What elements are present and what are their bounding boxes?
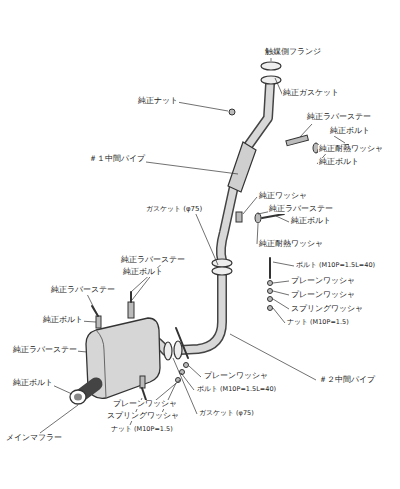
part-label: プレーンワッシャ: [203, 372, 269, 381]
part-label: 純正ボルト: [122, 268, 164, 277]
part-label: ボルト (M10P=1.5L=40): [196, 386, 277, 393]
part-label: 純正ラバーステー: [306, 113, 372, 122]
part-label: 純正耐熱ワッシャ: [258, 240, 324, 249]
part-label: 純正ワッシャ: [258, 192, 308, 201]
part-label: 純正ラバーステー: [12, 346, 78, 355]
part-label: 純正ボルト: [318, 158, 360, 167]
part-label: ＃１中間パイプ: [88, 155, 146, 164]
part-label: メインマフラー: [5, 434, 63, 443]
part-label: スプリングワッシャ: [106, 412, 180, 421]
part-label: ガスケット (φ75): [198, 410, 255, 417]
part-label: プレーンワッシャ: [290, 277, 356, 286]
part-label: 純正耐熱ワッシャ: [318, 145, 384, 154]
part-label: 純正ラバーステー: [120, 256, 186, 265]
part-label: プレーンワッシャ: [290, 291, 356, 300]
part-label: ガスケット (φ75): [145, 206, 203, 214]
part-label: ＃２中間パイプ: [318, 376, 376, 385]
part-label: 純正ボルト: [42, 316, 84, 325]
part-label: スプリングワッシャ: [290, 305, 364, 314]
part-label: ボルト (M10P=1.5L=40): [295, 262, 376, 269]
part-label: 純正ボルト: [290, 217, 332, 226]
part-label: 触媒側フランジ: [264, 48, 322, 57]
part-label: ナット (M10P=1.5): [110, 426, 174, 433]
part-label: 純正ボルト: [12, 379, 54, 388]
part-label: プレーンワッシャ: [112, 400, 178, 409]
part-label: 純正ボルト: [329, 127, 371, 136]
part-label: ナット (M10P=1.5): [286, 319, 350, 326]
part-label: 純正ラバーステー: [50, 286, 116, 295]
part-label: 純正ナット: [137, 97, 179, 106]
part-label: 純正ラバーステー: [268, 205, 334, 214]
part-label: 純正ガスケット: [282, 89, 340, 98]
